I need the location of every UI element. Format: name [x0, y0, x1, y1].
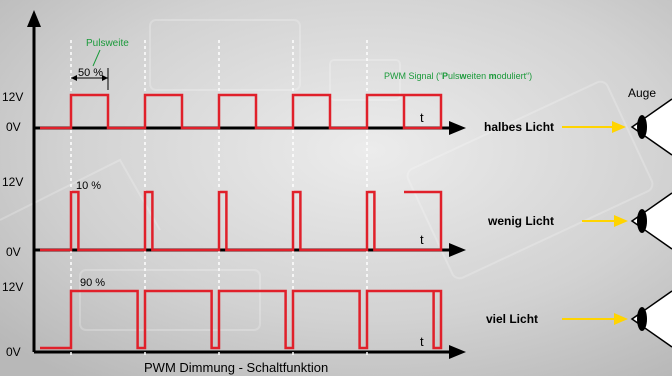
x-axis-arrow-row-2	[449, 243, 466, 257]
t-label-row-1: t	[420, 110, 424, 125]
pwm-signal-note: PWM Signal (“Pulsweiten moduliert“)	[384, 71, 532, 81]
diagram-caption: PWM Dimmung - Schaltfunktion	[144, 360, 328, 375]
row-3-high-label: 12V	[2, 280, 23, 294]
eye-icon	[630, 290, 672, 348]
result-labels: halbes Licht wenig Licht viel Licht	[484, 120, 554, 326]
eye-header: Auge	[628, 86, 656, 100]
duty-labels: 50 % 10 % 90 %	[76, 67, 105, 289]
pwm-waveform-row-2	[40, 190, 443, 252]
eyes	[630, 98, 672, 348]
row-1-high-label: 12V	[2, 90, 23, 104]
eye-icon	[630, 192, 672, 250]
pwm-waveforms	[40, 93, 443, 350]
duty-label-row-2: 10 %	[76, 180, 101, 192]
background-texture	[0, 19, 654, 331]
indicator-arrows	[562, 121, 628, 325]
duty-label-row-3: 90 %	[80, 277, 105, 289]
pwm-waveform-row-3	[40, 289, 443, 350]
t-labels: t t t	[420, 110, 424, 349]
row-1-low-label: 0V	[6, 120, 21, 134]
row-3-low-label: 0V	[6, 345, 21, 359]
t-label-row-3: t	[420, 334, 424, 349]
voltage-labels: 12V 0V 12V 0V 12V 0V	[2, 90, 23, 359]
eye-icon	[630, 98, 672, 156]
dimension-arrow-right	[102, 75, 108, 81]
y-axis-arrow	[27, 10, 41, 27]
dimension-arrow-left	[71, 75, 77, 81]
t-label-row-2: t	[420, 232, 424, 247]
duty-label-row-1: 50 %	[78, 67, 103, 79]
pwm-waveform-row-1	[40, 93, 443, 130]
result-label-row-3: viel Licht	[486, 312, 538, 326]
x-axis-arrow-row-3	[449, 345, 466, 359]
pulse-width-annotation: Pulsweite	[71, 38, 129, 90]
result-label-row-2: wenig Licht	[487, 214, 554, 228]
pulse-width-leader	[92, 49, 101, 67]
result-label-row-1: halbes Licht	[484, 120, 554, 134]
pulse-width-label: Pulsweite	[86, 38, 129, 49]
x-axis-arrow-row-1	[449, 121, 466, 135]
row-2-high-label: 12V	[2, 175, 23, 189]
row-2-low-label: 0V	[6, 245, 21, 259]
